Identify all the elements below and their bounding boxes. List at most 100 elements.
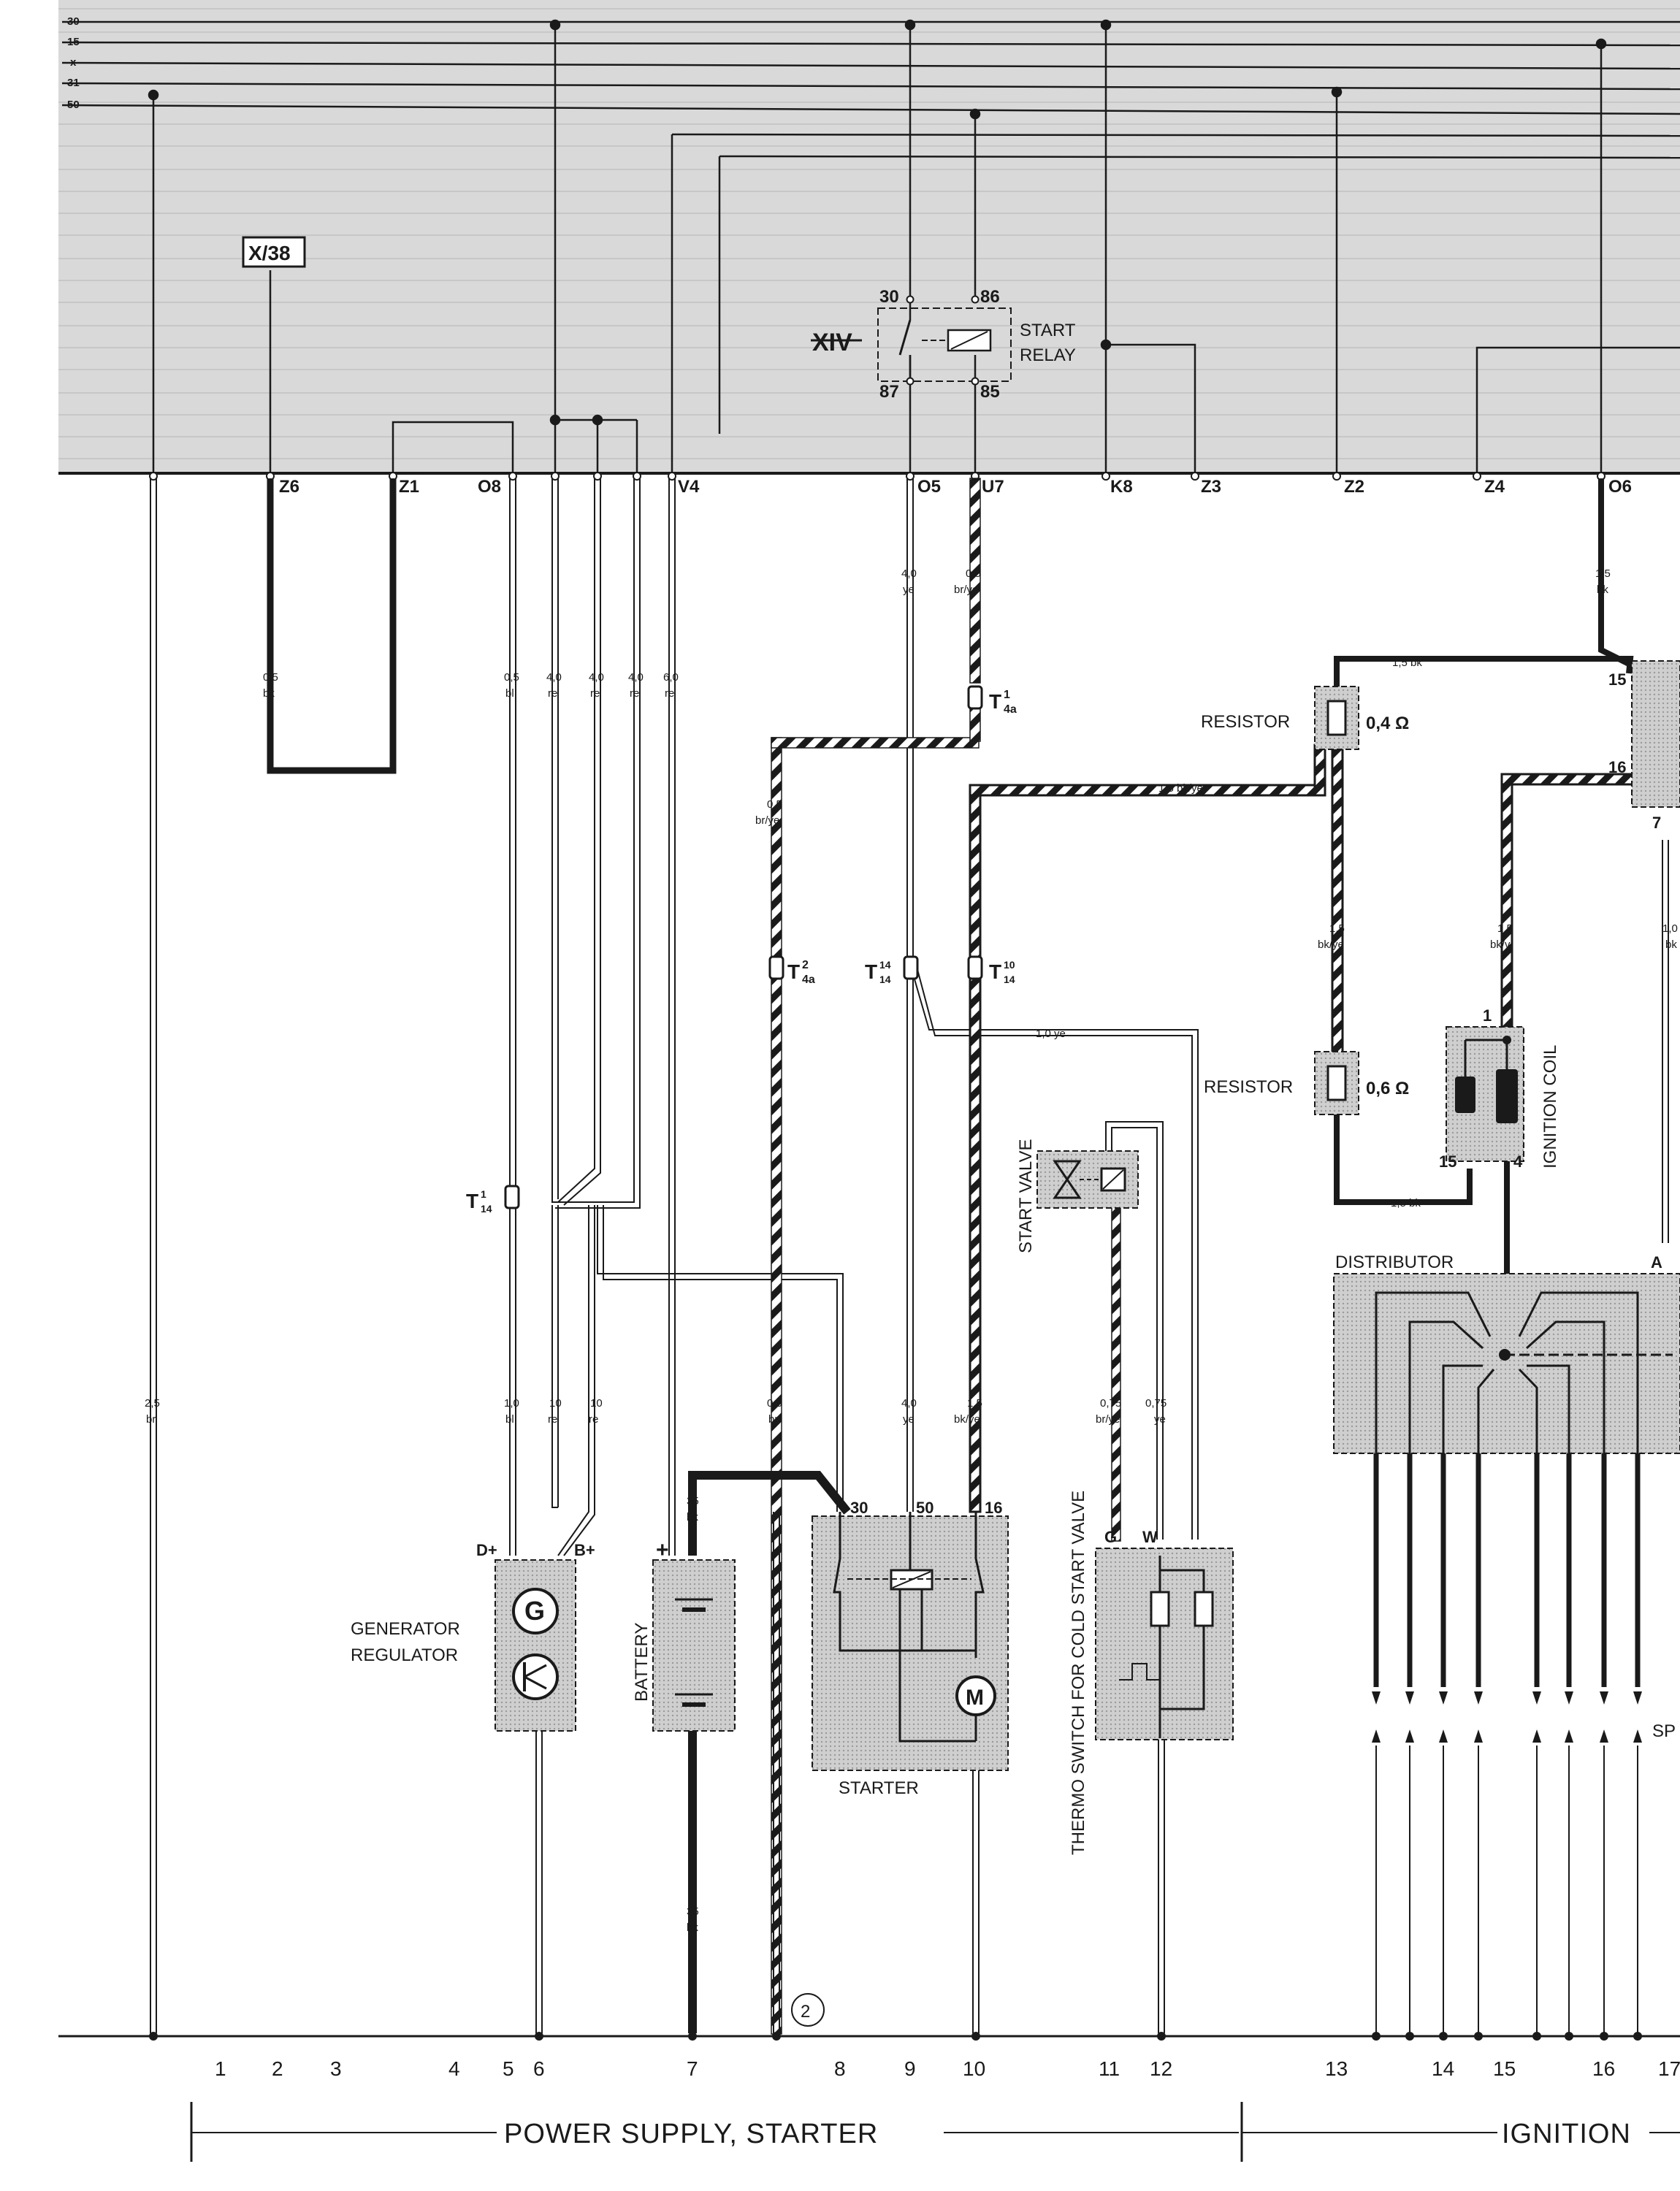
column-numbers: 1 2 3 4 5 6 7 8 9 10 11 12 13 14 15 16 1… xyxy=(215,2057,1680,2080)
svg-text:0,5: 0,5 xyxy=(504,671,519,684)
starter-label: STARTER xyxy=(839,1778,919,1798)
svg-text:4,0: 4,0 xyxy=(901,1397,917,1410)
start-valve-label: START VALVE xyxy=(1016,1139,1036,1253)
svg-text:1,5 bk: 1,5 bk xyxy=(1391,1197,1421,1209)
thermo-switch-label: THERMO SWITCH FOR COLD START VALVE xyxy=(1069,1491,1088,1855)
svg-text:W: W xyxy=(1142,1528,1158,1546)
connector-t14-10: T 10 14 xyxy=(967,955,1015,985)
fuse-relay-panel xyxy=(58,0,1680,475)
svg-text:+: + xyxy=(656,1538,669,1562)
wire-labels: 0,5 bk 0,5 bl 4,0 re 4,0 re 4,0 re 6,0 r… xyxy=(145,567,1678,1934)
svg-text:bk: bk xyxy=(1597,584,1608,596)
start-relay-label-1: START xyxy=(1020,321,1076,340)
svg-text:re: re xyxy=(630,687,639,700)
svg-text:bk: bk xyxy=(1665,938,1677,951)
svg-text:1: 1 xyxy=(1004,689,1010,701)
svg-text:bk: bk xyxy=(687,1511,698,1523)
bus-label-15: 15 xyxy=(67,36,80,48)
fuse-reference-x38: X/38 xyxy=(242,236,306,268)
svg-text:0,75: 0,75 xyxy=(1100,1397,1121,1410)
svg-text:re: re xyxy=(589,1413,598,1426)
terminal-k8: K8 xyxy=(1110,477,1133,497)
svg-text:br: br xyxy=(768,1413,778,1426)
svg-text:bk: bk xyxy=(263,687,275,700)
ground-bus xyxy=(58,2032,1680,2041)
generator-regulator: G D+ B+ GENERATOR REGULATOR xyxy=(351,1541,595,1732)
resistor2-value: 0,6 Ω xyxy=(1366,1079,1409,1098)
relay-pin-86: 86 xyxy=(980,287,1000,307)
svg-text:br/ye: br/ye xyxy=(1096,1413,1120,1426)
svg-text:br/ye: br/ye xyxy=(954,584,978,596)
column-2: 2 xyxy=(272,2057,283,2080)
column-3: 3 xyxy=(330,2057,342,2080)
column-12: 12 xyxy=(1150,2057,1172,2080)
svg-text:0,5: 0,5 xyxy=(767,1397,782,1410)
ignition-coil-label: IGNITION COIL xyxy=(1540,1045,1560,1169)
svg-text:D+: D+ xyxy=(476,1541,497,1559)
svg-text:G: G xyxy=(1104,1528,1117,1546)
svg-text:B+: B+ xyxy=(574,1541,595,1559)
svg-text:15: 15 xyxy=(1439,1152,1456,1171)
svg-text:16: 16 xyxy=(985,1499,1002,1517)
generator-label: GENERATOR xyxy=(351,1619,460,1639)
start-relay: XIV 30 86 87 85 START RELAY xyxy=(811,287,1076,402)
resistor-0-6-ohm: RESISTOR 0,6 Ω xyxy=(1204,1051,1409,1115)
svg-text:T: T xyxy=(466,1190,478,1212)
svg-text:1,5: 1,5 xyxy=(1329,922,1345,935)
bus-bars xyxy=(61,20,1680,159)
svg-text:0,5: 0,5 xyxy=(263,671,278,684)
connectors: T 1 4a T 2 4a T 14 14 T 10 14 T 1 14 xyxy=(466,685,1017,1215)
svg-text:4a: 4a xyxy=(802,974,815,986)
svg-text:1: 1 xyxy=(481,1188,486,1200)
terminal-o6: O6 xyxy=(1608,477,1632,497)
column-11: 11 xyxy=(1099,2057,1120,2080)
svg-text:1,5 bk/ye: 1,5 bk/ye xyxy=(1158,782,1203,795)
wires xyxy=(150,478,1669,2035)
ignition-coil: 1 15 4 IGNITION COIL xyxy=(1439,1006,1560,1171)
svg-text:bk/ye: bk/ye xyxy=(954,1413,980,1426)
svg-text:re: re xyxy=(548,687,557,700)
section-power-supply-starter: POWER SUPPLY, STARTER xyxy=(504,2119,878,2149)
terminal-v4: V4 xyxy=(678,477,700,497)
svg-text:50: 50 xyxy=(916,1499,933,1517)
svg-text:4,0: 4,0 xyxy=(589,671,604,684)
svg-text:re: re xyxy=(665,687,674,700)
svg-text:6,0: 6,0 xyxy=(663,671,679,684)
terminal-z3: Z3 xyxy=(1201,477,1221,497)
terminal-z4: Z4 xyxy=(1484,477,1505,497)
svg-text:T: T xyxy=(787,960,800,983)
start-relay-label-2: RELAY xyxy=(1020,345,1076,365)
svg-text:bl: bl xyxy=(505,687,514,700)
column-10: 10 xyxy=(963,2057,985,2080)
svg-text:4: 4 xyxy=(1513,1152,1523,1171)
connector-t14-14: T 14 14 xyxy=(865,955,919,985)
resistor2-label: RESISTOR xyxy=(1204,1077,1293,1097)
svg-text:35: 35 xyxy=(687,1905,699,1918)
svg-text:2: 2 xyxy=(802,959,809,971)
svg-text:35: 35 xyxy=(687,1495,699,1507)
svg-text:1: 1 xyxy=(1483,1006,1492,1025)
svg-text:1,0: 1,0 xyxy=(504,1397,519,1410)
control-unit-edge: 15 16 7 SP xyxy=(1608,660,1680,1741)
svg-text:0,75: 0,75 xyxy=(1145,1397,1167,1410)
battery: + BATTERY xyxy=(632,1538,736,1732)
svg-text:bl: bl xyxy=(505,1413,514,1426)
connector-t4a-1: T 1 4a xyxy=(967,685,1017,716)
bus-labels: 30 15 x 31 50 xyxy=(67,15,80,111)
column-6: 6 xyxy=(533,2057,545,2080)
svg-text:ye: ye xyxy=(1154,1413,1166,1426)
svg-text:1,5: 1,5 xyxy=(1497,922,1513,935)
start-valve: START VALVE xyxy=(1016,1139,1139,1253)
distributor-label: DISTRIBUTOR xyxy=(1335,1253,1454,1272)
terminal-z2: Z2 xyxy=(1344,477,1364,497)
svg-text:1,5 bk: 1,5 bk xyxy=(1392,657,1422,669)
terminal-z1: Z1 xyxy=(399,477,419,497)
svg-text:bk: bk xyxy=(687,1922,698,1934)
ground-reference-2: 2 xyxy=(791,1993,825,2027)
svg-text:4,0: 4,0 xyxy=(546,671,562,684)
resistor1-label: RESISTOR xyxy=(1201,712,1290,732)
svg-text:0,5: 0,5 xyxy=(767,798,782,811)
terminal-u7: U7 xyxy=(982,477,1004,497)
panel-internal-wiring xyxy=(148,19,1680,476)
